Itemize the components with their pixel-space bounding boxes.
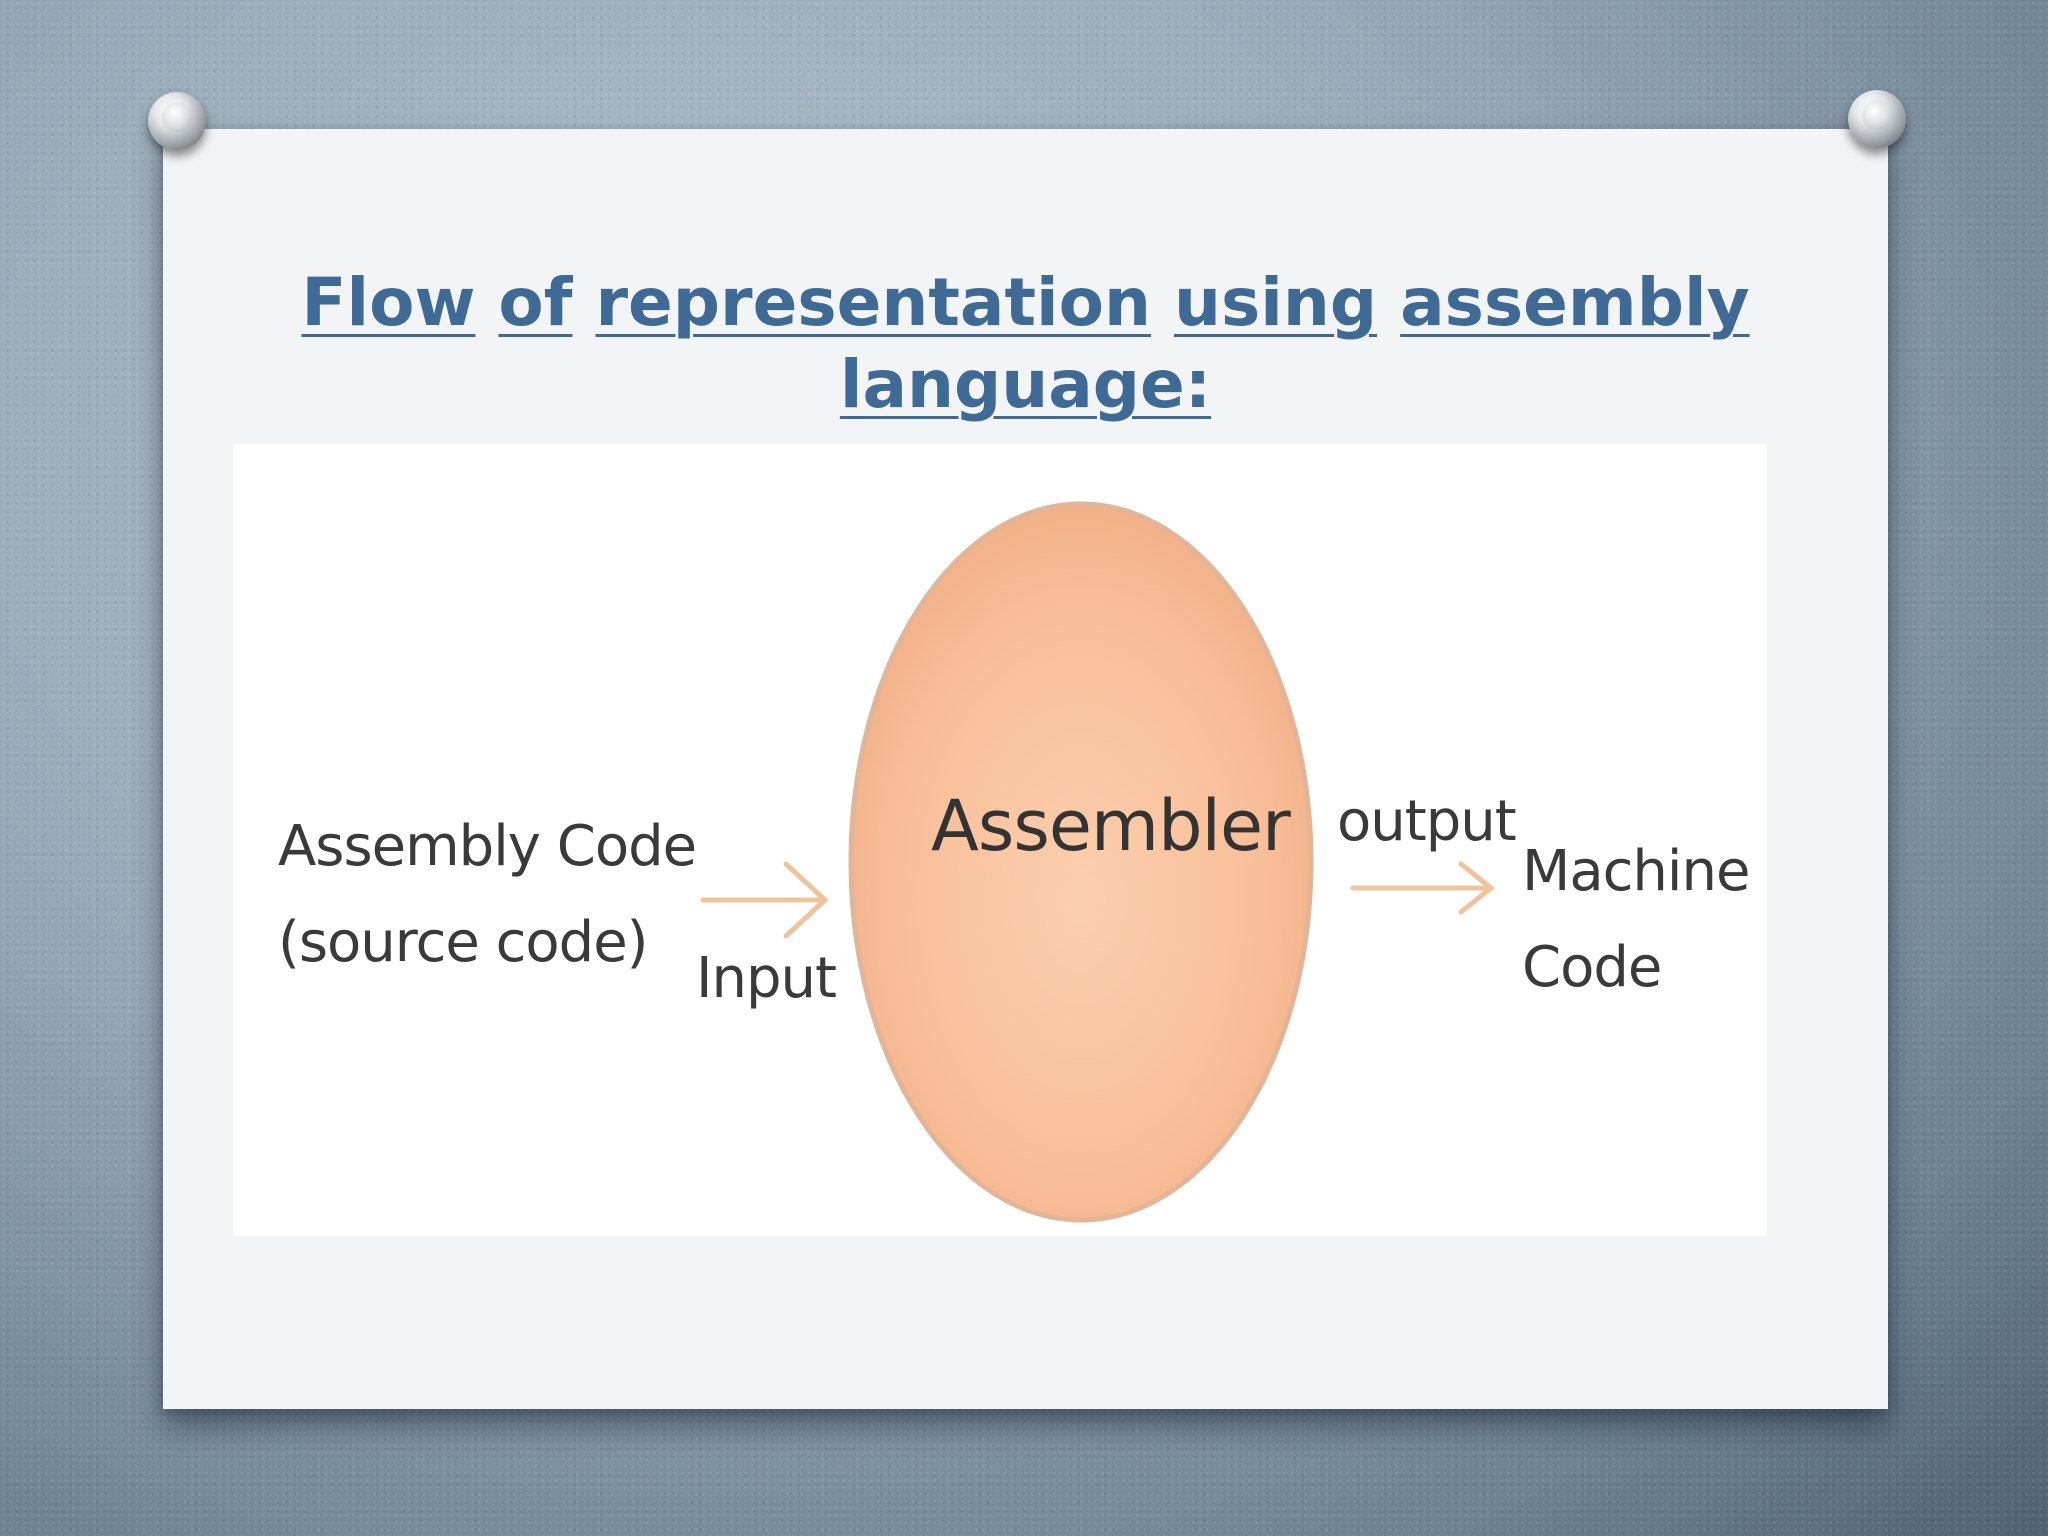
title-word: assembly (1400, 264, 1750, 341)
slide-title: Flow of representation using assembly la… (163, 262, 1888, 426)
assembler-flow-diagram: Assembly Code (source code) Input Assemb… (233, 444, 1767, 1236)
title-word: representation (595, 264, 1151, 341)
input-arrow-icon (700, 861, 829, 939)
title-word: of (498, 264, 573, 341)
assembler-ellipse (848, 501, 1314, 1223)
assembly-code-label: Assembly Code (source code) (278, 814, 697, 975)
assembler-label: Assembler (931, 785, 1291, 867)
left-pushpin-icon (148, 92, 206, 150)
right-pushpin-icon (1848, 90, 1906, 148)
machine-code-label: Machine Code (1522, 839, 1750, 1000)
title-word: language: (839, 346, 1212, 423)
title-word: using (1173, 264, 1378, 341)
input-label: Input (696, 946, 837, 1011)
output-label: output (1337, 789, 1517, 854)
output-arrow-icon (1350, 861, 1496, 915)
title-word: Flow (301, 264, 476, 341)
diagram-graphics (700, 501, 1496, 1223)
